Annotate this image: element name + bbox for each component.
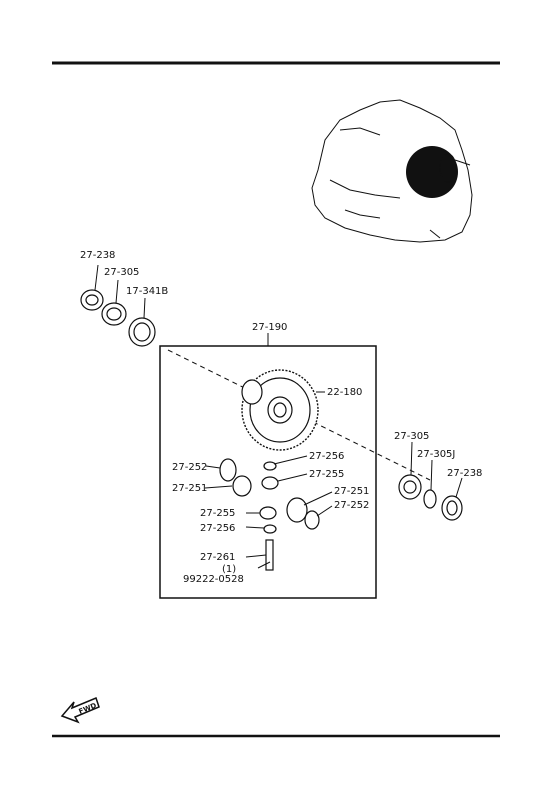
left-bearing-group [80,264,156,347]
leader-lines [204,455,333,558]
label-27-238-left: 27-238 [80,250,115,261]
spider-gears [219,458,320,571]
label-27-252-lower: 27-252 [334,500,369,511]
label-27-251-left: 27-251 [172,483,207,494]
label-27-255-upper: 27-255 [309,469,344,480]
label-27-305j: 27-305J [417,449,455,460]
label-27-190: 27-190 [252,322,287,333]
label-quantity: (1) [222,564,236,575]
label-27-252-upper: 27-252 [172,462,207,473]
fwd-arrow-icon: FWD [60,696,100,724]
label-27-256-lower: 27-256 [200,523,235,534]
label-27-261: 27-261 [200,552,235,563]
label-27-255-lower: 27-255 [200,508,235,519]
label-27-238-right: 27-238 [447,468,482,479]
label-27-305-left: 27-305 [104,267,139,278]
label-27-256-upper: 27-256 [309,451,344,462]
label-27-251-right: 27-251 [334,486,369,497]
label-22-180: 22-180 [327,387,362,398]
label-99222-0528: 99222-0528 [183,574,244,585]
ring-gear [241,369,325,451]
transaxle-locator-sketch [311,99,473,243]
right-bearing-group [398,441,463,521]
label-27-305-right: 27-305 [394,431,429,442]
label-17-341b: 17-341B [126,286,168,297]
